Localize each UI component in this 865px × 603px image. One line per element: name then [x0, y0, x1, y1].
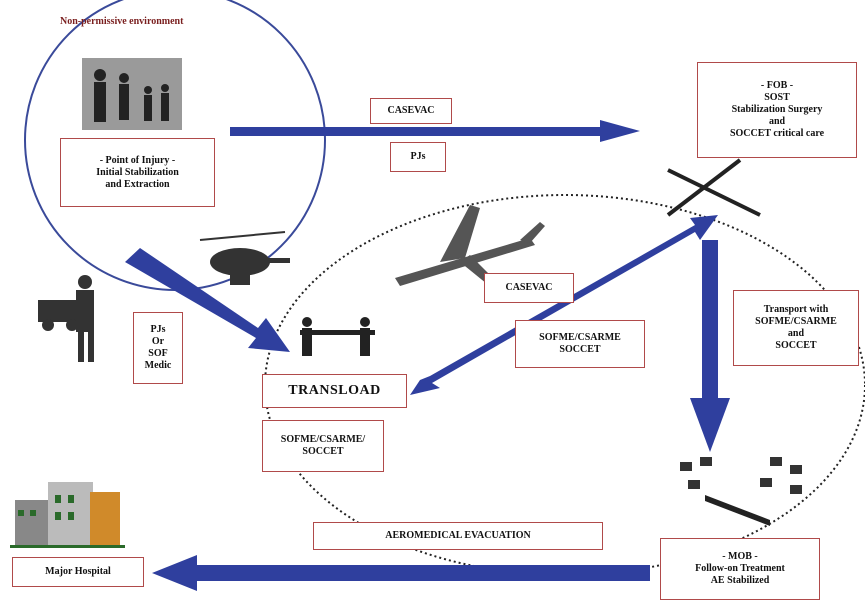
environment-label: Non-permissive environment	[60, 16, 184, 27]
transport-label: Transport with SOFME/CSARME and SOCCET	[733, 290, 859, 366]
casevac-top-label: CASEVAC	[370, 98, 452, 124]
point-of-injury-label: - Point of Injury - Initial Stabilizatio…	[60, 138, 215, 207]
helicopter-image	[199, 231, 290, 285]
mob-base-icon	[680, 457, 802, 526]
pj-sof-medic-label: PJs Or SOF Medic	[133, 312, 183, 384]
mob-label: - MOB - Follow-on Treatment AE Stabilize…	[660, 538, 820, 600]
soldier-vehicle-image	[38, 275, 94, 362]
fob-runway-icon	[666, 158, 761, 217]
fob-mob-arrow	[690, 240, 730, 452]
aeromedical-arrow	[152, 555, 650, 591]
sofme-transload-label: SOFME/CSARME/ SOCCET	[262, 420, 384, 472]
soldiers-image	[82, 58, 182, 130]
litter-bearers-image	[300, 317, 375, 356]
fob-transload-arrow	[410, 215, 718, 395]
to-transload-arrow	[125, 248, 290, 352]
hospital-image	[10, 482, 125, 548]
transload-label: TRANSLOAD	[262, 374, 407, 408]
pj-top-label: PJs	[390, 142, 446, 172]
major-hospital-label: Major Hospital	[12, 557, 144, 587]
casevac-mid-label: CASEVAC	[484, 273, 574, 303]
aircraft-image	[395, 205, 545, 288]
fob-label: - FOB - SOST Stabilization Surgery and S…	[697, 62, 857, 158]
casevac-arrow	[230, 120, 640, 142]
aeromedical-label: AEROMEDICAL EVACUATION	[313, 522, 603, 550]
sofme-mid-label: SOFME/CSARME SOCCET	[515, 320, 645, 368]
